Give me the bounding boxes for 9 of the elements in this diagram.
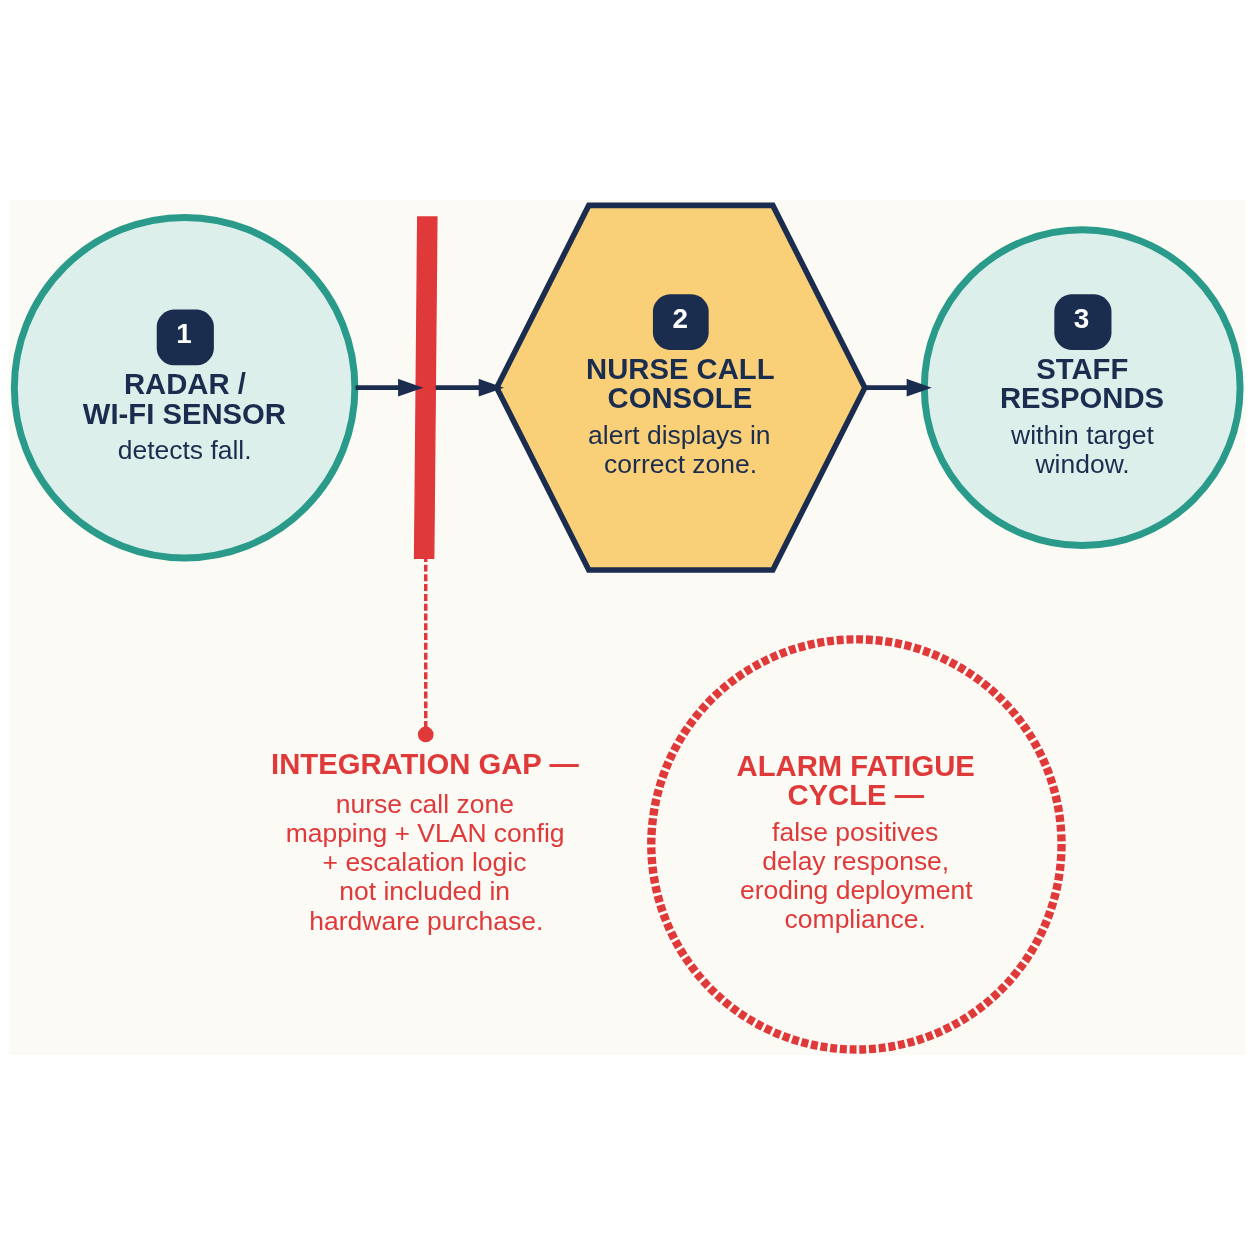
arrow [355, 378, 424, 396]
arrow [865, 378, 932, 396]
arrow [435, 378, 504, 396]
connector [417, 558, 434, 742]
node-circle: ALARM FATIGUE CYCLE — false positives delay response, eroding deployment compliance. [647, 634, 1066, 1054]
node-text: INTEGRATION GAP — nurse call zone mapping + VLAN config + escalation logic not included in hardware purchase. [271, 747, 579, 936]
node-circle: 3 STAFF RESPONDS within target window. [920, 225, 1244, 549]
node-circle: 1 RADAR / WI-FI SENSOR detects fall. [10, 213, 359, 561]
node-zigzag [413, 215, 438, 559]
